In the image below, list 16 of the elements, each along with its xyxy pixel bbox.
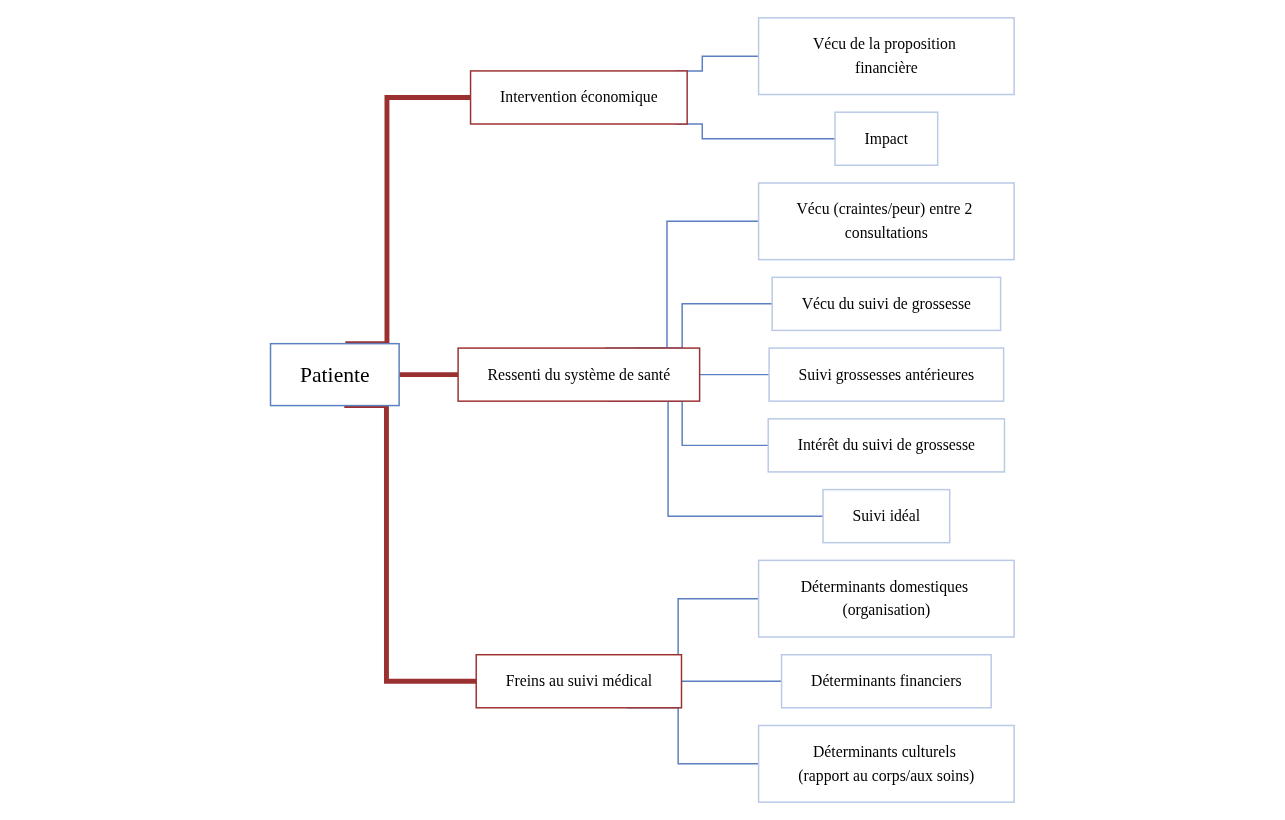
node-box: Intervention économique [470,70,689,125]
connector [699,373,770,376]
node-box: Ressenti du système de santé [457,347,701,402]
node-box: Déterminants financiers [781,654,993,709]
node-box: Impact [834,111,939,166]
node-box: Intérêt du suivi de grossesse [767,418,1006,473]
node-box: Déterminants culturels (rapport au corps/aux soins) [758,724,1016,803]
connector [399,372,459,378]
node-box: Vécu (craintes/peur) entre 2 consultations [758,182,1016,261]
node-box: Patiente [269,342,401,407]
node-box: Suivi grossesses antérieures [768,347,1005,402]
node-box: Freins au suivi médical [475,654,683,709]
node-box: Vécu du suivi de grossesse [771,276,1002,332]
node-box: Suivi idéal [822,488,951,544]
node-box: Déterminants domestiques (organisation) [758,559,1016,638]
node-box: Vécu de la proposition financière [758,17,1016,96]
